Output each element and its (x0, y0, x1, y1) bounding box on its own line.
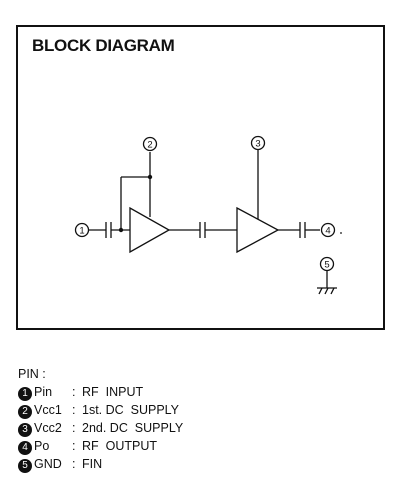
pin-3-marker (250, 135, 266, 151)
pin-3-label: 3 (255, 139, 260, 150)
pin-2-marker (142, 136, 158, 152)
junction-dot-input (118, 227, 124, 233)
pin-number-badge: 1 (18, 387, 32, 401)
pin-description: 1st. DC SUPPLY (82, 403, 180, 417)
pin-legend-heading: PIN : (18, 367, 46, 381)
pin-number-badge: 3 (18, 423, 32, 437)
pin-symbol: Vcc2 (34, 421, 62, 435)
pin-4-marker (320, 222, 336, 238)
pin-1-label: 1 (79, 226, 84, 237)
ground-hatch-3 (330, 287, 335, 295)
pin-2-label: 2 (147, 140, 152, 151)
pin-description: RF INPUT (82, 385, 144, 399)
pin-symbol: Pin (34, 385, 53, 399)
diagram-frame (16, 25, 385, 330)
pin-number-badge: 5 (18, 459, 32, 473)
pin-number-badge: 2 (18, 405, 32, 419)
pin-description: FIN (82, 457, 103, 471)
pin-4-label: 4 (325, 226, 330, 237)
ground-hatch-1 (318, 287, 323, 295)
pin-description: RF OUTPUT (82, 439, 157, 453)
ground-hatch-2 (324, 287, 329, 295)
pin-4-trailing-dot (340, 232, 342, 234)
pin-1-marker (74, 222, 90, 238)
pin-number-badge: 4 (18, 441, 32, 455)
pin-symbol: Po (34, 439, 50, 453)
diagram-title: BLOCK DIAGRAM (32, 36, 175, 55)
pin-5-label: 5 (324, 260, 329, 271)
pin-5-marker (319, 256, 335, 272)
amplifier-stage-1 (129, 206, 171, 254)
junction-dot-vcc1 (147, 174, 153, 180)
pin-description: 2nd. DC SUPPLY (82, 421, 184, 435)
pin-symbol: GND (34, 457, 62, 471)
pin-symbol: Vcc1 (34, 403, 62, 417)
